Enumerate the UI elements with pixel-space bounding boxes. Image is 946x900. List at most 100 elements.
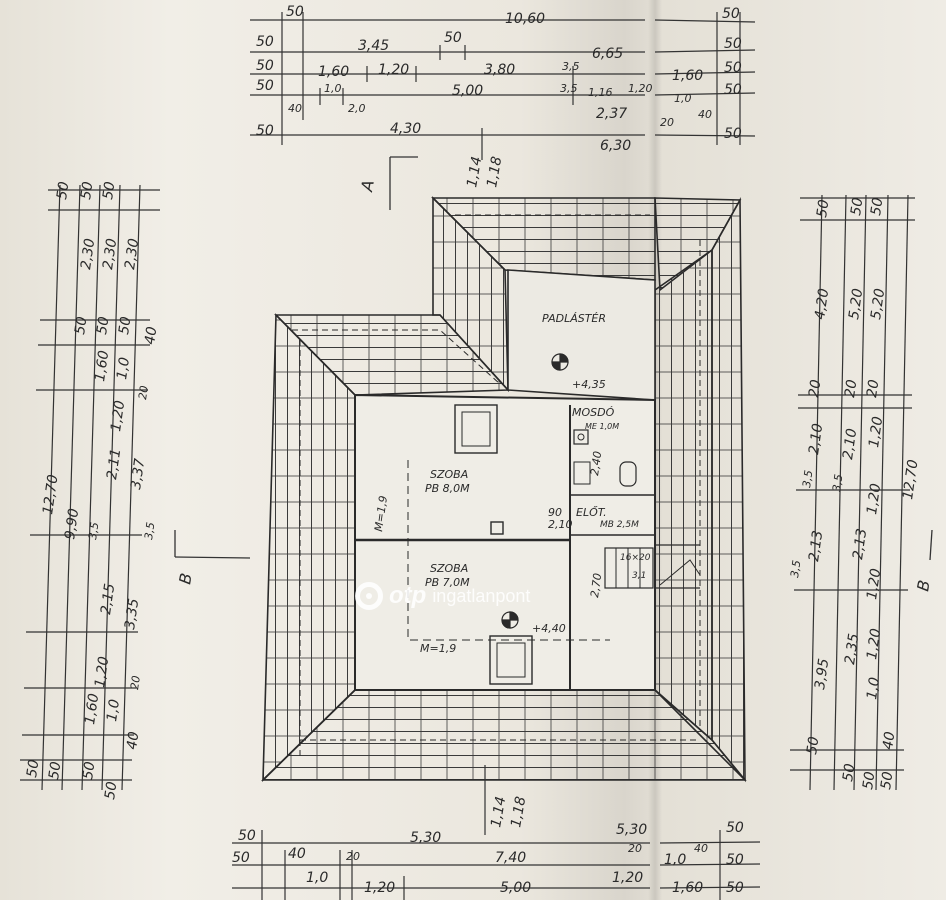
dim-label: 1,0: [324, 82, 342, 95]
dim-label: 1,0: [664, 852, 686, 868]
dim-label: 1,18: [508, 795, 529, 829]
section-mark-b-right: B: [913, 579, 934, 593]
dim-label: 50: [724, 126, 742, 142]
dim-label: 1,14: [464, 155, 485, 188]
dim-label: 2,35: [842, 632, 862, 665]
dim-label: 1,14: [488, 795, 509, 828]
dim-label: 1,20: [364, 880, 395, 896]
dim-label: 1,20: [864, 567, 884, 600]
dim-label: 1,20: [864, 482, 884, 515]
dim-label: 3,37: [128, 457, 148, 490]
dim-label: 50: [232, 850, 250, 866]
dim-label: 3,45: [358, 38, 389, 54]
watermark: otp ingatlanpont: [355, 582, 530, 610]
dim-label: 40: [288, 102, 302, 115]
dim-label: 50: [804, 736, 822, 756]
dim-label: 20: [128, 675, 143, 691]
dim-label: 50: [72, 316, 90, 336]
top-dimension-lines: [250, 12, 756, 160]
dim-label: 50: [722, 6, 740, 22]
dim-label: 50: [868, 197, 886, 217]
plan-label: 2,10: [548, 518, 573, 531]
plan-label: 16×20: [620, 553, 651, 563]
dim-label: 1,20: [108, 399, 128, 432]
level-mark-bedroom: +4,40: [532, 622, 566, 635]
dim-label: 50: [256, 34, 274, 50]
dim-label: 2,10: [806, 422, 826, 455]
dim-label: 50: [102, 781, 120, 801]
dim-label: 3,35: [122, 597, 142, 630]
dim-label: 2,13: [850, 527, 870, 560]
section-line-b-left: [174, 530, 251, 559]
dim-label: 20: [660, 116, 674, 129]
right-dimension-lines: [790, 194, 915, 791]
dim-label: 50: [840, 763, 858, 783]
dim-label: 5,30: [616, 822, 647, 838]
section-mark-a: A: [357, 179, 378, 194]
dim-label: 1,18: [484, 155, 505, 189]
room-name-attic: PADLÁSTÉR: [542, 312, 606, 325]
dim-label: 2,0: [348, 102, 366, 115]
dim-label: 1,20: [866, 415, 886, 448]
dim-label: 50: [724, 36, 742, 52]
top-dimension-labels: 50 10,60 50 50 3,45 50 6,65 50 50 1,60 1…: [256, 4, 742, 189]
dim-label: 1,60: [672, 68, 703, 84]
section-line-b-right: [929, 529, 933, 561]
dim-label: 5,00: [452, 83, 483, 99]
dim-label: 50: [814, 199, 832, 219]
dim-label: 50: [46, 761, 64, 781]
room-name-hallway: ELŐT.: [576, 505, 607, 519]
dim-label: 1,20: [378, 62, 409, 78]
dim-label: 50: [94, 316, 112, 336]
dim-label: 1,0: [306, 870, 328, 886]
dim-label: 5,00: [500, 880, 531, 896]
room-area-washroom: ME 1,0M: [585, 422, 619, 431]
interior: [354, 269, 701, 691]
dim-label: 50: [724, 82, 742, 98]
dim-label: 50: [726, 820, 744, 836]
dim-label: 1,20: [612, 870, 643, 886]
dim-label: 7,40: [495, 850, 526, 866]
dim-label: 1,60: [318, 64, 349, 80]
dim-label: 50: [444, 30, 462, 46]
dim-label: 20: [628, 842, 642, 855]
dim-label: 40: [124, 731, 142, 751]
dim-label: 1,60: [92, 349, 112, 382]
dim-label: 50: [238, 828, 256, 844]
dim-label: 9,90: [62, 507, 82, 540]
dim-label: 20: [842, 379, 860, 399]
dim-label: 3,5: [142, 521, 157, 540]
dim-label: 40: [142, 326, 160, 346]
dim-label: 50: [286, 4, 304, 20]
dim-label: 50: [848, 197, 866, 217]
dim-label: 6,30: [600, 138, 631, 154]
dim-label: 40: [288, 846, 306, 862]
dim-label: 3,5: [86, 521, 101, 540]
room-area-hallway: MB 2,5M: [600, 520, 639, 530]
dim-label: 50: [860, 771, 878, 791]
bottom-dimension-labels: 50 5,30 5,30 50 50 40 20 7,40 20 1,0 40 …: [232, 795, 744, 896]
dim-label: 50: [78, 181, 96, 201]
watermark-brand: otp: [389, 582, 427, 609]
dim-label: 4,30: [390, 121, 421, 137]
dim-label: 3,95: [812, 657, 832, 690]
dim-label: 1,0: [114, 356, 133, 380]
dim-label: 2,37: [596, 106, 627, 122]
dim-label: 1,0: [864, 676, 883, 700]
dim-label: 40: [694, 842, 708, 855]
room-area-bedroom-2: PB 7,0M: [425, 576, 470, 589]
roof-plan: [261, 196, 747, 783]
dim-label: 12,70: [900, 459, 921, 501]
dim-label: 5,20: [868, 287, 888, 320]
dim-label: 3,5: [560, 82, 578, 95]
dim-label: 1,20: [628, 82, 653, 95]
watermark-product: ingatlanpont: [432, 585, 531, 606]
dim-label: 50: [100, 181, 118, 201]
otp-logo-icon: [355, 582, 383, 610]
dim-label: 2,15: [98, 582, 118, 615]
dim-label: 50: [256, 123, 274, 139]
dim-label: 50: [726, 880, 744, 896]
ceiling-height-2: M=1,9: [420, 642, 456, 655]
